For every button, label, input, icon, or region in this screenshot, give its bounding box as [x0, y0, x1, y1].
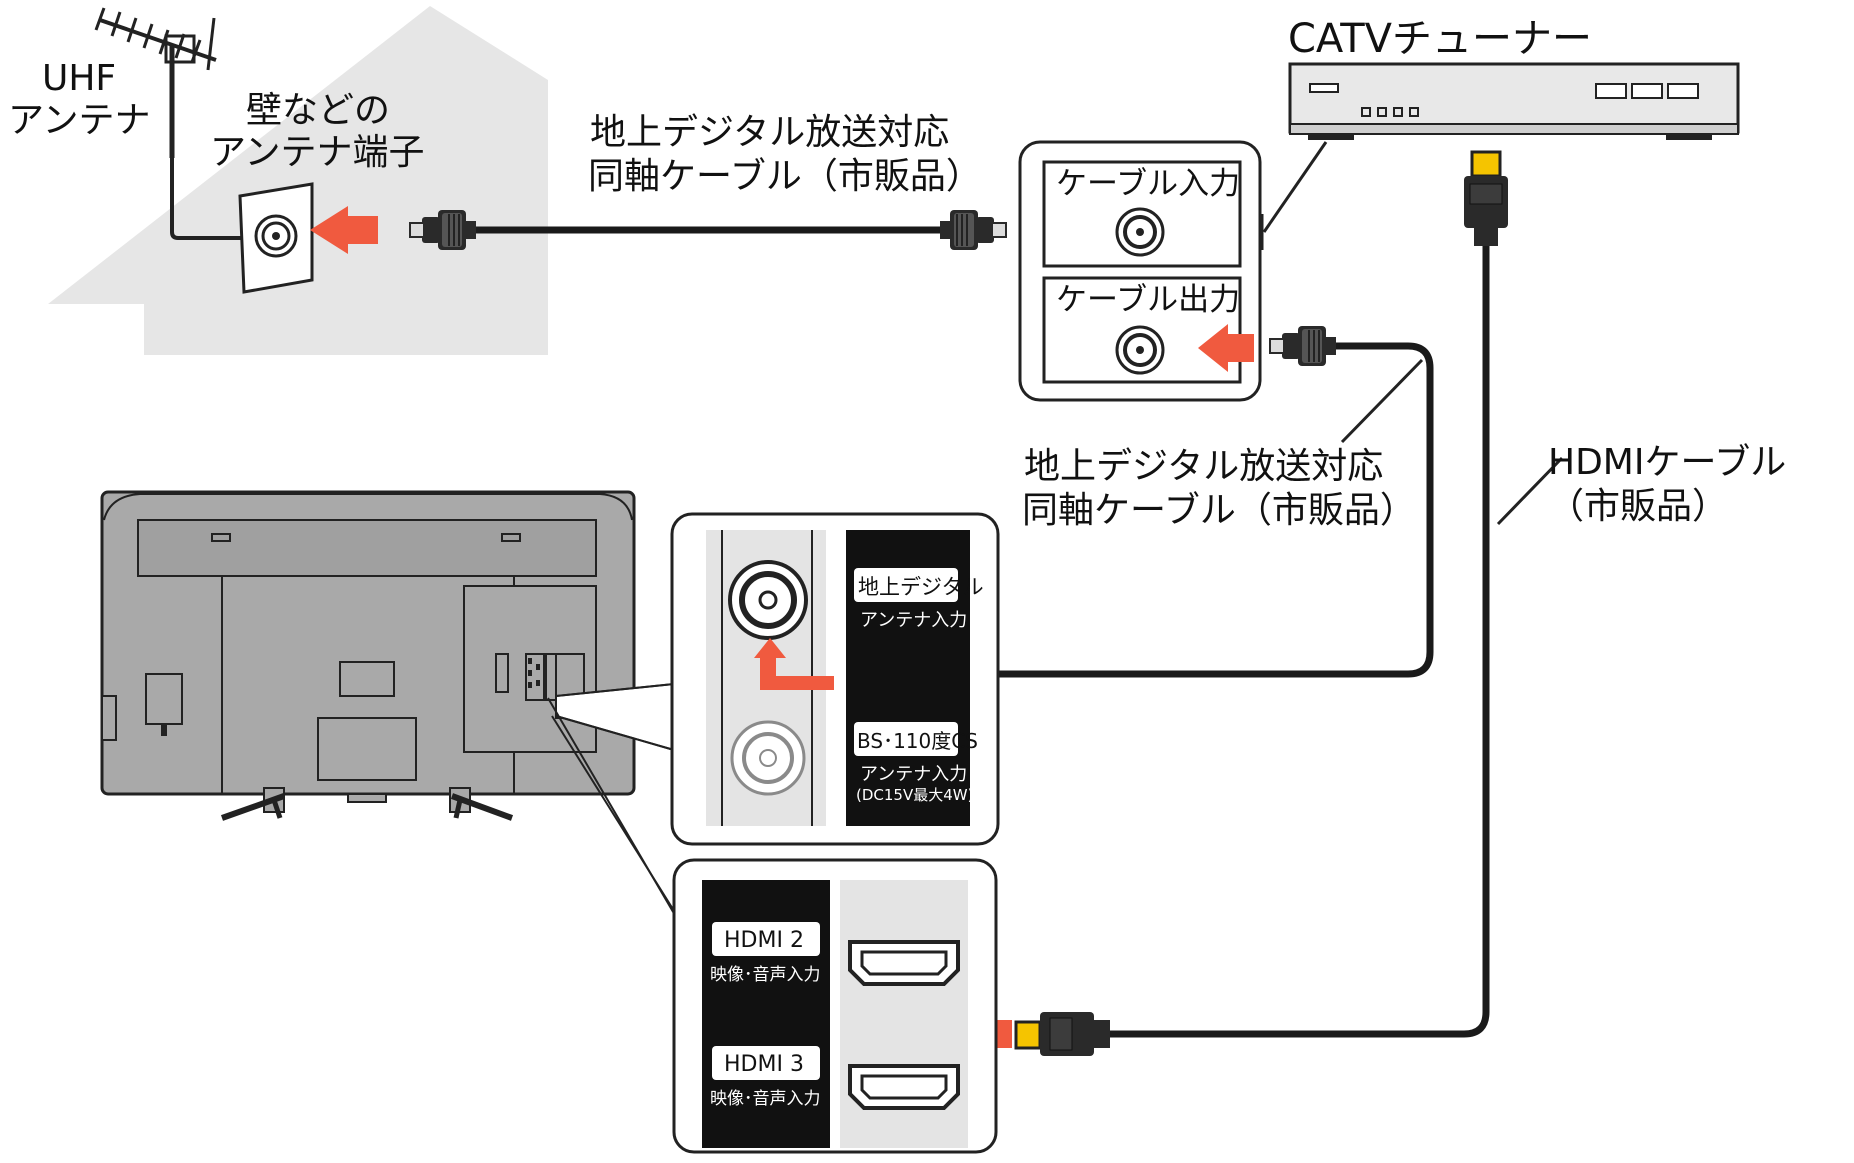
arrow-icon [754, 638, 834, 690]
arrow-icon [310, 206, 378, 254]
tuner-port-inset [1018, 140, 1262, 402]
callout-line [1262, 141, 1328, 233]
tuner-cable-out-label: ケーブル出力 [1056, 282, 1240, 318]
hdmi-cable-label: HDMIケーブル （市販品） [1548, 442, 1798, 527]
tv-rear-icon [100, 490, 636, 821]
uhf-antenna-icon [94, 7, 244, 240]
hdmi3-port-title: HDMI 3 [724, 1052, 804, 1077]
tv-hdmi-panel [672, 858, 998, 1154]
wall-jack-icon [238, 182, 314, 294]
arrow-icon [1198, 324, 1254, 372]
terrestrial-port-title: 地上デジタル [858, 575, 984, 599]
hdmi3-port-sub: 映像･音声入力 [710, 1089, 821, 1109]
coax-cable-top [409, 209, 1007, 251]
coax-cable-top-label: 地上デジタル放送対応 同軸ケーブル（市販品） [588, 112, 982, 197]
hdmi-cable [1014, 150, 1508, 1056]
bs-cs-port-sub: アンテナ入力 [860, 764, 967, 785]
wall-terminal-label: 壁などの アンテナ端子 [210, 90, 425, 173]
callout-line [1340, 358, 1424, 444]
catv-tuner-icon [1288, 62, 1740, 140]
catv-tuner-label: CATVチューナー [1288, 16, 1592, 62]
tv-antenna-panel [670, 512, 1000, 846]
hdmi-port-icon [848, 940, 960, 986]
callout-line [1496, 456, 1564, 526]
coax-cable-mid-label: 地上デジタル放送対応 同軸ケーブル（市販品） [1022, 446, 1416, 531]
hdmi2-port-sub: 映像･音声入力 [710, 965, 821, 985]
hdmi-plug-icon [1464, 150, 1508, 246]
callout-line [551, 715, 677, 915]
house-wall [48, 6, 548, 355]
tuner-cable-in-label: ケーブル入力 [1056, 166, 1240, 202]
hdmi2-port-title: HDMI 2 [724, 928, 804, 953]
callout-line [555, 715, 675, 751]
bs-cs-port-title: BS･110度CS [857, 729, 978, 753]
bs-cs-port-note: (DC15V最大4W) [856, 786, 973, 804]
coax-cable-mid [853, 325, 1434, 695]
hdmi-plug-icon [1014, 1012, 1110, 1056]
hdmi-port-icon [848, 1064, 960, 1110]
terrestrial-port-sub: アンテナ入力 [860, 610, 967, 631]
coax-plug-icon [939, 209, 1007, 251]
uhf-antenna-label: UHF アンテナ [8, 58, 151, 141]
callout-line [555, 683, 675, 697]
coax-plug-icon [1269, 325, 1337, 367]
